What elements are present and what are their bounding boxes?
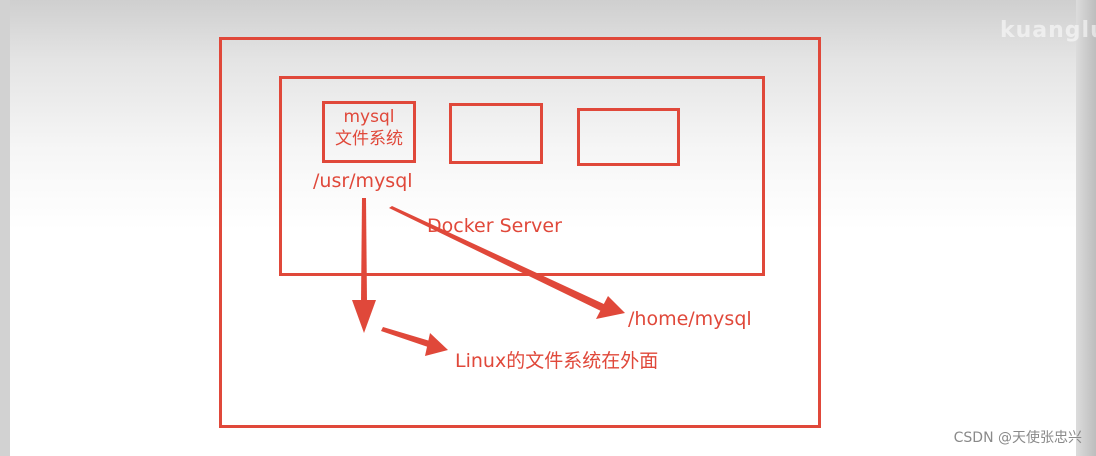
- arrow-head: [596, 296, 625, 319]
- arrow-head: [352, 300, 376, 333]
- arrow-shaft: [381, 327, 430, 347]
- container-path-label: /usr/mysql: [313, 170, 413, 192]
- docker-server-box: [279, 76, 765, 276]
- host-linux-box: [219, 37, 821, 428]
- right-edge-strip: [1076, 0, 1096, 456]
- mysql-container-box: [322, 101, 416, 163]
- container-box-3: [577, 108, 680, 166]
- left-edge-strip: [0, 0, 10, 456]
- mysql-label-line1: mysql: [343, 107, 395, 127]
- arrow-shaft: [361, 198, 367, 302]
- corner-watermark: kuanglu: [1000, 18, 1096, 43]
- linux-filesystem-note: Linux的文件系统在外面: [455, 350, 659, 372]
- host-path-label: /home/mysql: [628, 308, 752, 330]
- arrow-to-linux-note: [381, 327, 448, 356]
- container-box-2: [449, 103, 543, 164]
- docker-server-label: Docker Server: [427, 215, 562, 237]
- arrow-down: [352, 198, 376, 333]
- arrow-shaft: [389, 206, 606, 312]
- arrow-head: [425, 333, 448, 356]
- mysql-filesystem-label: mysql 文件系统: [325, 106, 413, 150]
- arrow-to-home-path: [389, 206, 625, 319]
- mysql-label-line2: 文件系统: [335, 129, 403, 149]
- csdn-credit-watermark: CSDN @天使张忠兴: [953, 430, 1082, 446]
